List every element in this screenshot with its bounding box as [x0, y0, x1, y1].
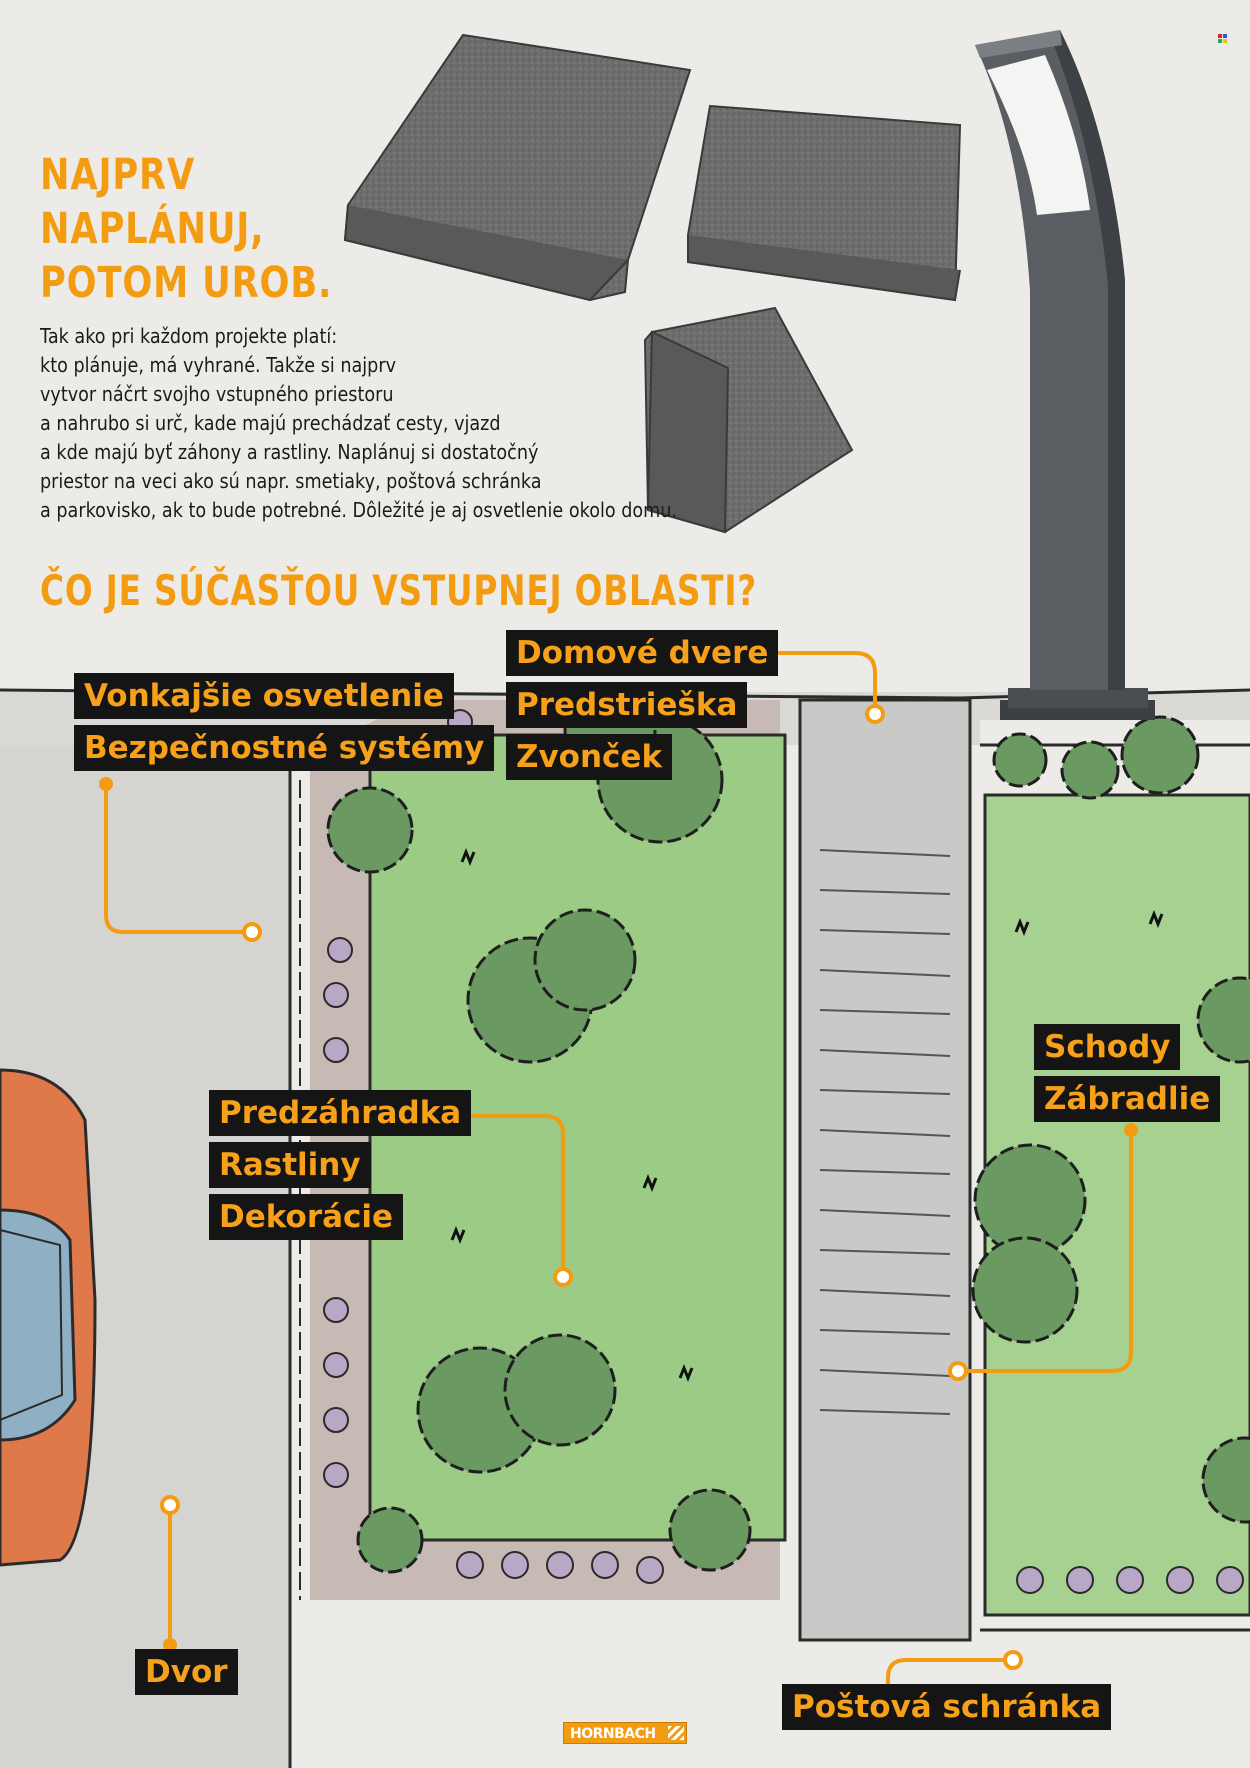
label-decorations: Dekorácie — [209, 1194, 404, 1240]
intro-line: a nahrubo si urč, kade majú prechádzať c… — [40, 411, 501, 435]
label-outdoor-lighting: Vonkajšie osvetlenie — [74, 673, 454, 719]
intro-line: a kde majú byť záhony a rastliny. Naplán… — [40, 440, 539, 464]
label-mailbox-group: Poštová schránka — [782, 1684, 1112, 1730]
label-front-garden-title: Predzáhradka — [209, 1090, 472, 1136]
intro-paragraph: Tak ako pri každom projekte platí: kto p… — [40, 322, 678, 525]
label-doorbell: Zvonček — [506, 734, 673, 780]
label-plants: Rastliny — [209, 1142, 371, 1188]
color-mark-icon — [1218, 34, 1227, 43]
headline-line-3: POTOM UROB. — [40, 258, 333, 308]
paving-stones — [343, 33, 962, 534]
intro-line: Tak ako pri každom projekte platí: — [40, 324, 338, 348]
intro-line: priestor na veci ako sú napr. smetiaky, … — [40, 469, 542, 493]
callout-lines — [104, 651, 1133, 1700]
label-entrance-door: Domové dvere Predstrieška Zvonček — [506, 630, 779, 780]
headline-line-1: NAJPRV — [40, 150, 196, 200]
label-yard: Dvor — [135, 1649, 238, 1695]
bollard-lamp — [975, 30, 1155, 720]
label-canopy: Predstrieška — [506, 682, 748, 728]
car-illustration — [0, 1068, 97, 1567]
headline-line-2: NAPLÁNUJ, — [40, 204, 265, 254]
label-mailbox: Poštová schránka — [782, 1684, 1112, 1730]
label-yard-group: Dvor — [135, 1649, 238, 1695]
intro-line: vytvor náčrt svojho vstupného priestoru — [40, 382, 394, 406]
label-front-garden: Predzáhradka Rastliny Dekorácie — [209, 1090, 472, 1240]
callout-dots — [160, 704, 1023, 1670]
label-railing: Zábradlie — [1034, 1076, 1221, 1122]
walkway-stairs — [798, 698, 972, 1642]
label-lighting: Vonkajšie osvetlenie Bezpečnostné systém… — [74, 673, 495, 771]
flowers — [323, 709, 1244, 1594]
label-stairs-group: Schody Zábradlie — [1034, 1024, 1221, 1122]
headline: NAJPRV NAPLÁNUJ, POTOM UROB. — [40, 148, 332, 310]
hornbach-logo: HORNBACH — [563, 1722, 687, 1744]
intro-line: kto plánuje, má vyhrané. Takže si najprv — [40, 353, 397, 377]
label-front-door: Domové dvere — [506, 630, 779, 676]
section-title: ČO JE SÚČASŤOU VSTUPNEJ OBLASTI? — [40, 566, 758, 615]
label-security-systems: Bezpečnostné systémy — [74, 725, 495, 771]
grass-tufts — [450, 847, 1164, 1383]
label-stairs: Schody — [1034, 1024, 1181, 1070]
intro-line: a parkovisko, ak to bude potrebné. Dôlež… — [40, 498, 678, 522]
